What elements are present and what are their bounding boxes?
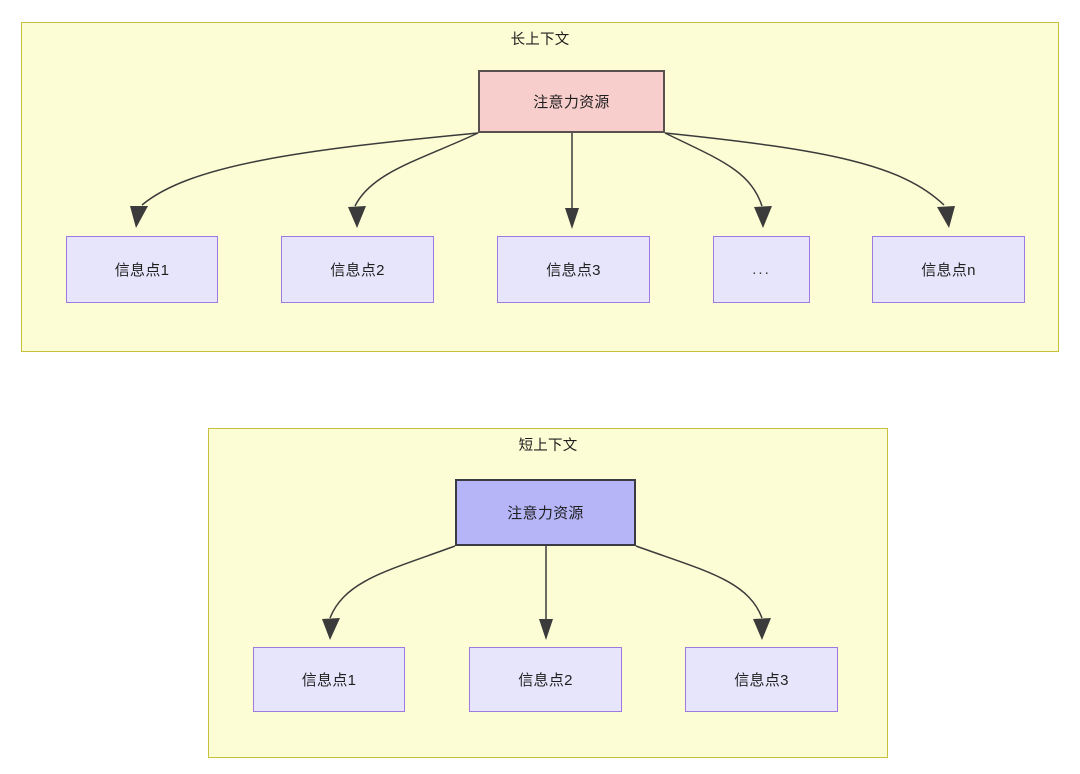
node-label: 信息点n (921, 262, 976, 279)
node-label: 信息点1 (301, 672, 357, 689)
node-attention-resource-long[interactable]: 注意力资源 (478, 70, 665, 133)
node-info-point-ellipsis-long[interactable]: ... (713, 236, 810, 303)
node-label: 信息点1 (114, 262, 170, 279)
group-long-context-title: 长上下文 (510, 32, 570, 48)
group-short-context-title: 短上下文 (518, 438, 578, 454)
node-label: 信息点3 (546, 262, 601, 279)
node-label: ... (752, 261, 771, 278)
node-info-point-2-long[interactable]: 信息点2 (281, 236, 434, 303)
node-info-point-3-short[interactable]: 信息点3 (685, 647, 838, 712)
node-label: 信息点3 (734, 672, 789, 689)
node-info-point-1-long[interactable]: 信息点1 (66, 236, 218, 303)
node-info-point-2-short[interactable]: 信息点2 (469, 647, 622, 712)
node-label: 信息点2 (518, 672, 573, 689)
node-attention-resource-short[interactable]: 注意力资源 (455, 479, 636, 546)
node-label: 注意力资源 (507, 505, 584, 522)
node-info-point-3-long[interactable]: 信息点3 (497, 236, 650, 303)
node-info-point-1-short[interactable]: 信息点1 (253, 647, 405, 712)
node-info-point-n-long[interactable]: 信息点n (872, 236, 1025, 303)
node-label: 注意力资源 (533, 94, 610, 111)
node-label: 信息点2 (330, 262, 385, 279)
